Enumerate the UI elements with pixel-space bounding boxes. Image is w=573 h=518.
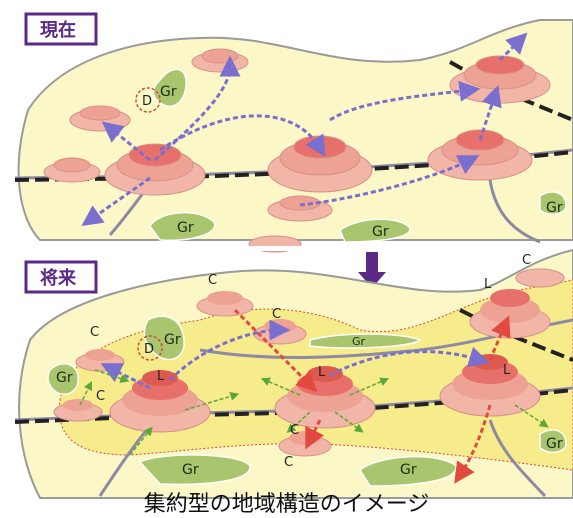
dense-area-outline	[135, 87, 161, 113]
connection-arrow	[498, 32, 528, 62]
future-tag-box	[24, 260, 98, 294]
connection-arrow	[329, 346, 491, 377]
connection-arrow	[329, 80, 481, 122]
center-small-label: C	[290, 423, 299, 438]
center-node	[43, 157, 101, 183]
center-node-small	[196, 291, 254, 317]
green-label: Gr	[546, 200, 563, 216]
green-label: Gr	[400, 462, 417, 478]
green-area	[309, 333, 422, 349]
center-large-label: L	[503, 363, 511, 378]
center-small-label: C	[90, 325, 99, 340]
rail-line	[459, 308, 573, 362]
local-arrow	[184, 391, 240, 411]
local-arrow	[129, 426, 153, 456]
center-node	[104, 143, 206, 196]
center-node-small	[53, 399, 103, 422]
green-area	[539, 429, 567, 454]
center-large-label: L	[318, 365, 326, 380]
green-label: Gr	[177, 220, 194, 236]
road	[488, 179, 541, 244]
connection-arrow	[168, 319, 291, 382]
local-arrow	[334, 411, 364, 433]
green-label: Gr	[160, 84, 177, 100]
green-area	[149, 211, 216, 242]
strong-connection-arrow	[305, 419, 325, 450]
center-small-label: C	[96, 389, 105, 404]
center-small-label: C	[522, 253, 531, 268]
strong-connection-arrow	[233, 308, 318, 393]
current-tag-box	[24, 12, 98, 46]
center-large-label: L	[157, 369, 165, 384]
figure-caption: 集約型の地域構造のイメージ	[143, 492, 430, 517]
local-arrow	[514, 404, 549, 428]
green-area	[143, 315, 185, 361]
center-small-label: C	[284, 455, 293, 470]
dense-label: D	[144, 342, 154, 357]
center-large-label: L	[484, 277, 492, 292]
center-small-label: C	[208, 273, 217, 288]
current-panel: D Gr Gr Gr Gr	[14, 19, 573, 253]
strong-connection-arrow	[488, 315, 511, 361]
green-area	[152, 68, 187, 107]
green-area	[138, 454, 251, 486]
down-arrow-icon	[358, 252, 386, 288]
connection-arrow	[299, 155, 480, 207]
green-label: Gr	[546, 436, 563, 452]
green-area	[47, 363, 79, 396]
center-node	[267, 135, 373, 193]
center-small-label: C	[272, 307, 281, 322]
green-label: Gr	[352, 335, 366, 348]
dense-area-outline	[137, 335, 163, 361]
future-tag: 将来	[40, 267, 77, 289]
green-label: Gr	[164, 332, 181, 348]
local-arrow	[349, 377, 390, 396]
green-label: Gr	[56, 370, 73, 386]
strong-connection-arrow	[454, 404, 492, 484]
local-arrow	[286, 411, 311, 434]
center-node-small	[515, 268, 565, 288]
green-area	[339, 218, 411, 243]
green-label: Gr	[372, 224, 389, 240]
connection-arrow	[81, 176, 151, 227]
dense-label: D	[142, 94, 152, 109]
connection-arrow	[159, 114, 326, 157]
local-arrow	[79, 380, 93, 406]
center-node-large	[109, 370, 211, 433]
panel-separator	[0, 246, 573, 251]
rail-line	[449, 60, 573, 122]
green-label: Gr	[182, 462, 199, 478]
future-panel: D Gr Gr Gr Gr Gr Gr C C C C C C C L L L …	[14, 248, 573, 499]
connection-arrow	[154, 55, 241, 162]
road	[488, 419, 547, 498]
green-area	[539, 191, 567, 216]
local-arrow	[260, 377, 301, 396]
connection-arrow	[101, 121, 151, 162]
current-tag: 現在	[40, 19, 76, 41]
local-arrow	[94, 369, 130, 383]
